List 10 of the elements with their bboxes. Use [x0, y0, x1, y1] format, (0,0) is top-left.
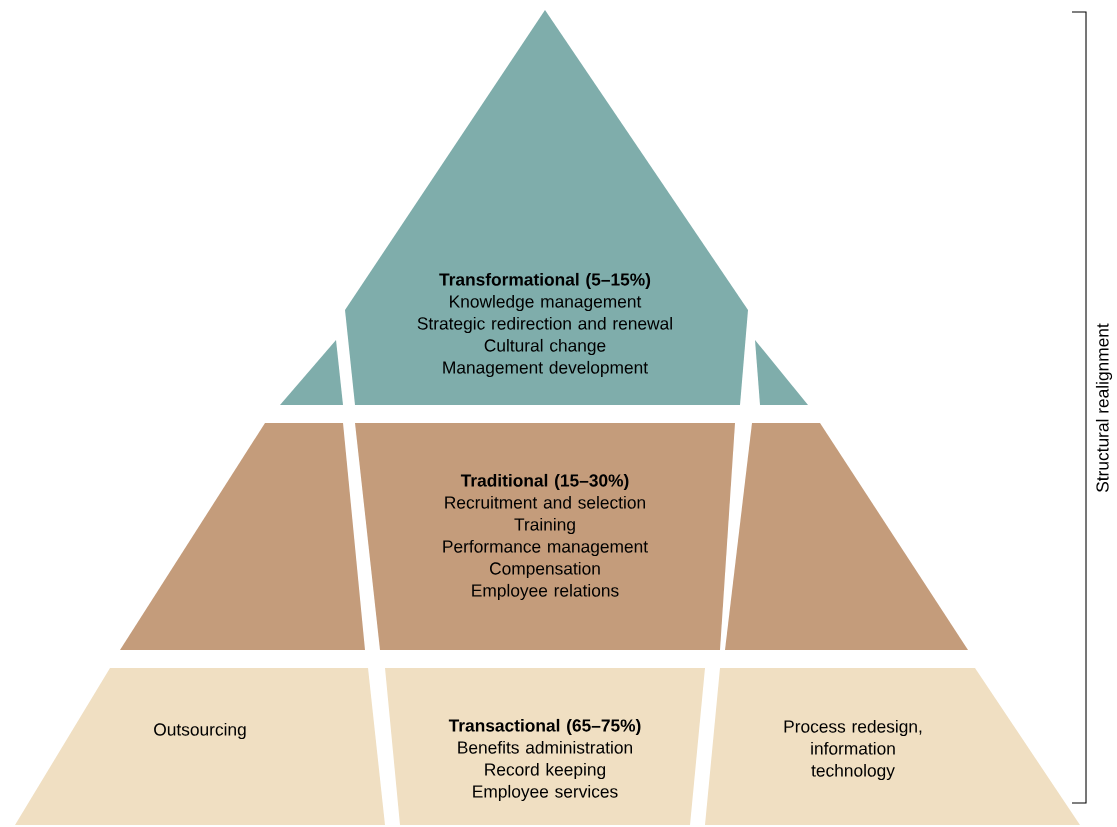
- pyramid-segment: Outsourcing: [15, 668, 385, 825]
- pyramid-segment: [725, 423, 968, 650]
- pyramid-segment: Process redesign, information technology: [705, 668, 1080, 825]
- pyramid-segment: Traditional (15–30%) Recruitment and selection Training Performance management Compensation Employee relations: [355, 423, 735, 650]
- pyramid-segment: [755, 340, 808, 405]
- pyramid-segment: Transformational (5–15%) Knowledge management Strategic redirection and renewal Cultural change Management development: [345, 10, 748, 405]
- pyramid-segment: Transactional (65–75%) Benefits administration Record keeping Employee services: [385, 668, 705, 825]
- pyramid-segment: [280, 340, 343, 405]
- side-label: Structural realignment: [1095, 323, 1113, 492]
- pyramid-segment: [120, 423, 365, 650]
